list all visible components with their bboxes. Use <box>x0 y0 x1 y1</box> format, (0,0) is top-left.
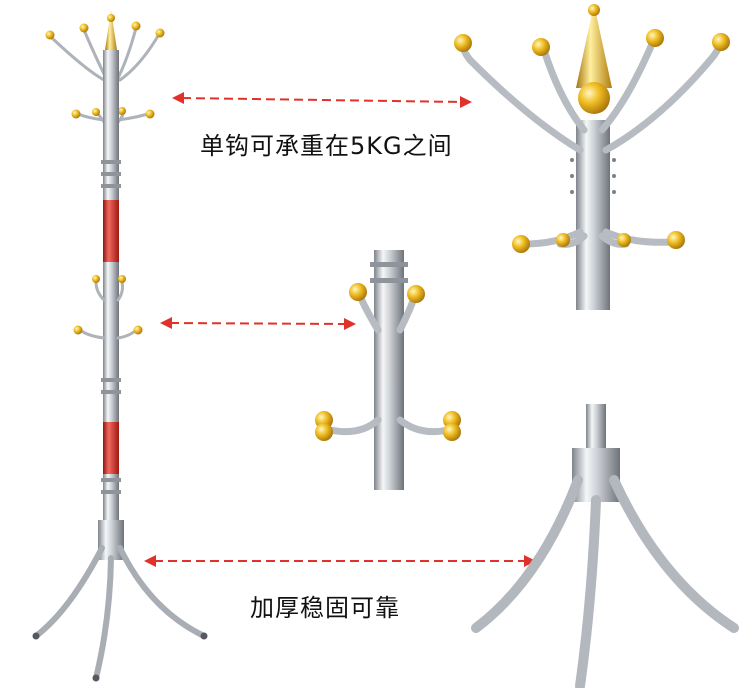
base-closeup <box>471 404 739 688</box>
arrow-middle-hooks-right-head <box>344 318 356 330</box>
top-hooks-closeup <box>454 4 730 310</box>
top-gold-balls <box>45 21 165 119</box>
arrow-hook-capacity-left-head <box>172 92 184 104</box>
arrow-hook-capacity <box>181 97 463 103</box>
full-coat-rack <box>32 10 208 682</box>
caption-hook-capacity: 单钩可承重在5KG之间 <box>200 132 453 160</box>
caption-thick-stable: 加厚稳固可靠 <box>250 594 400 622</box>
closeup-finial <box>576 4 612 88</box>
arrow-hook-capacity-right-head <box>460 96 472 108</box>
arrow-base-left-head <box>144 555 156 567</box>
arrow-middle-hooks-left-head <box>160 317 172 329</box>
top-finial <box>105 10 117 50</box>
arrow-base-right-head <box>524 555 536 567</box>
base-legs <box>33 545 207 681</box>
middle-hooks-closeup <box>315 250 461 490</box>
arrow-middle-hooks <box>169 322 347 325</box>
pole-rings <box>101 160 121 494</box>
middle-gold-balls <box>73 275 143 335</box>
